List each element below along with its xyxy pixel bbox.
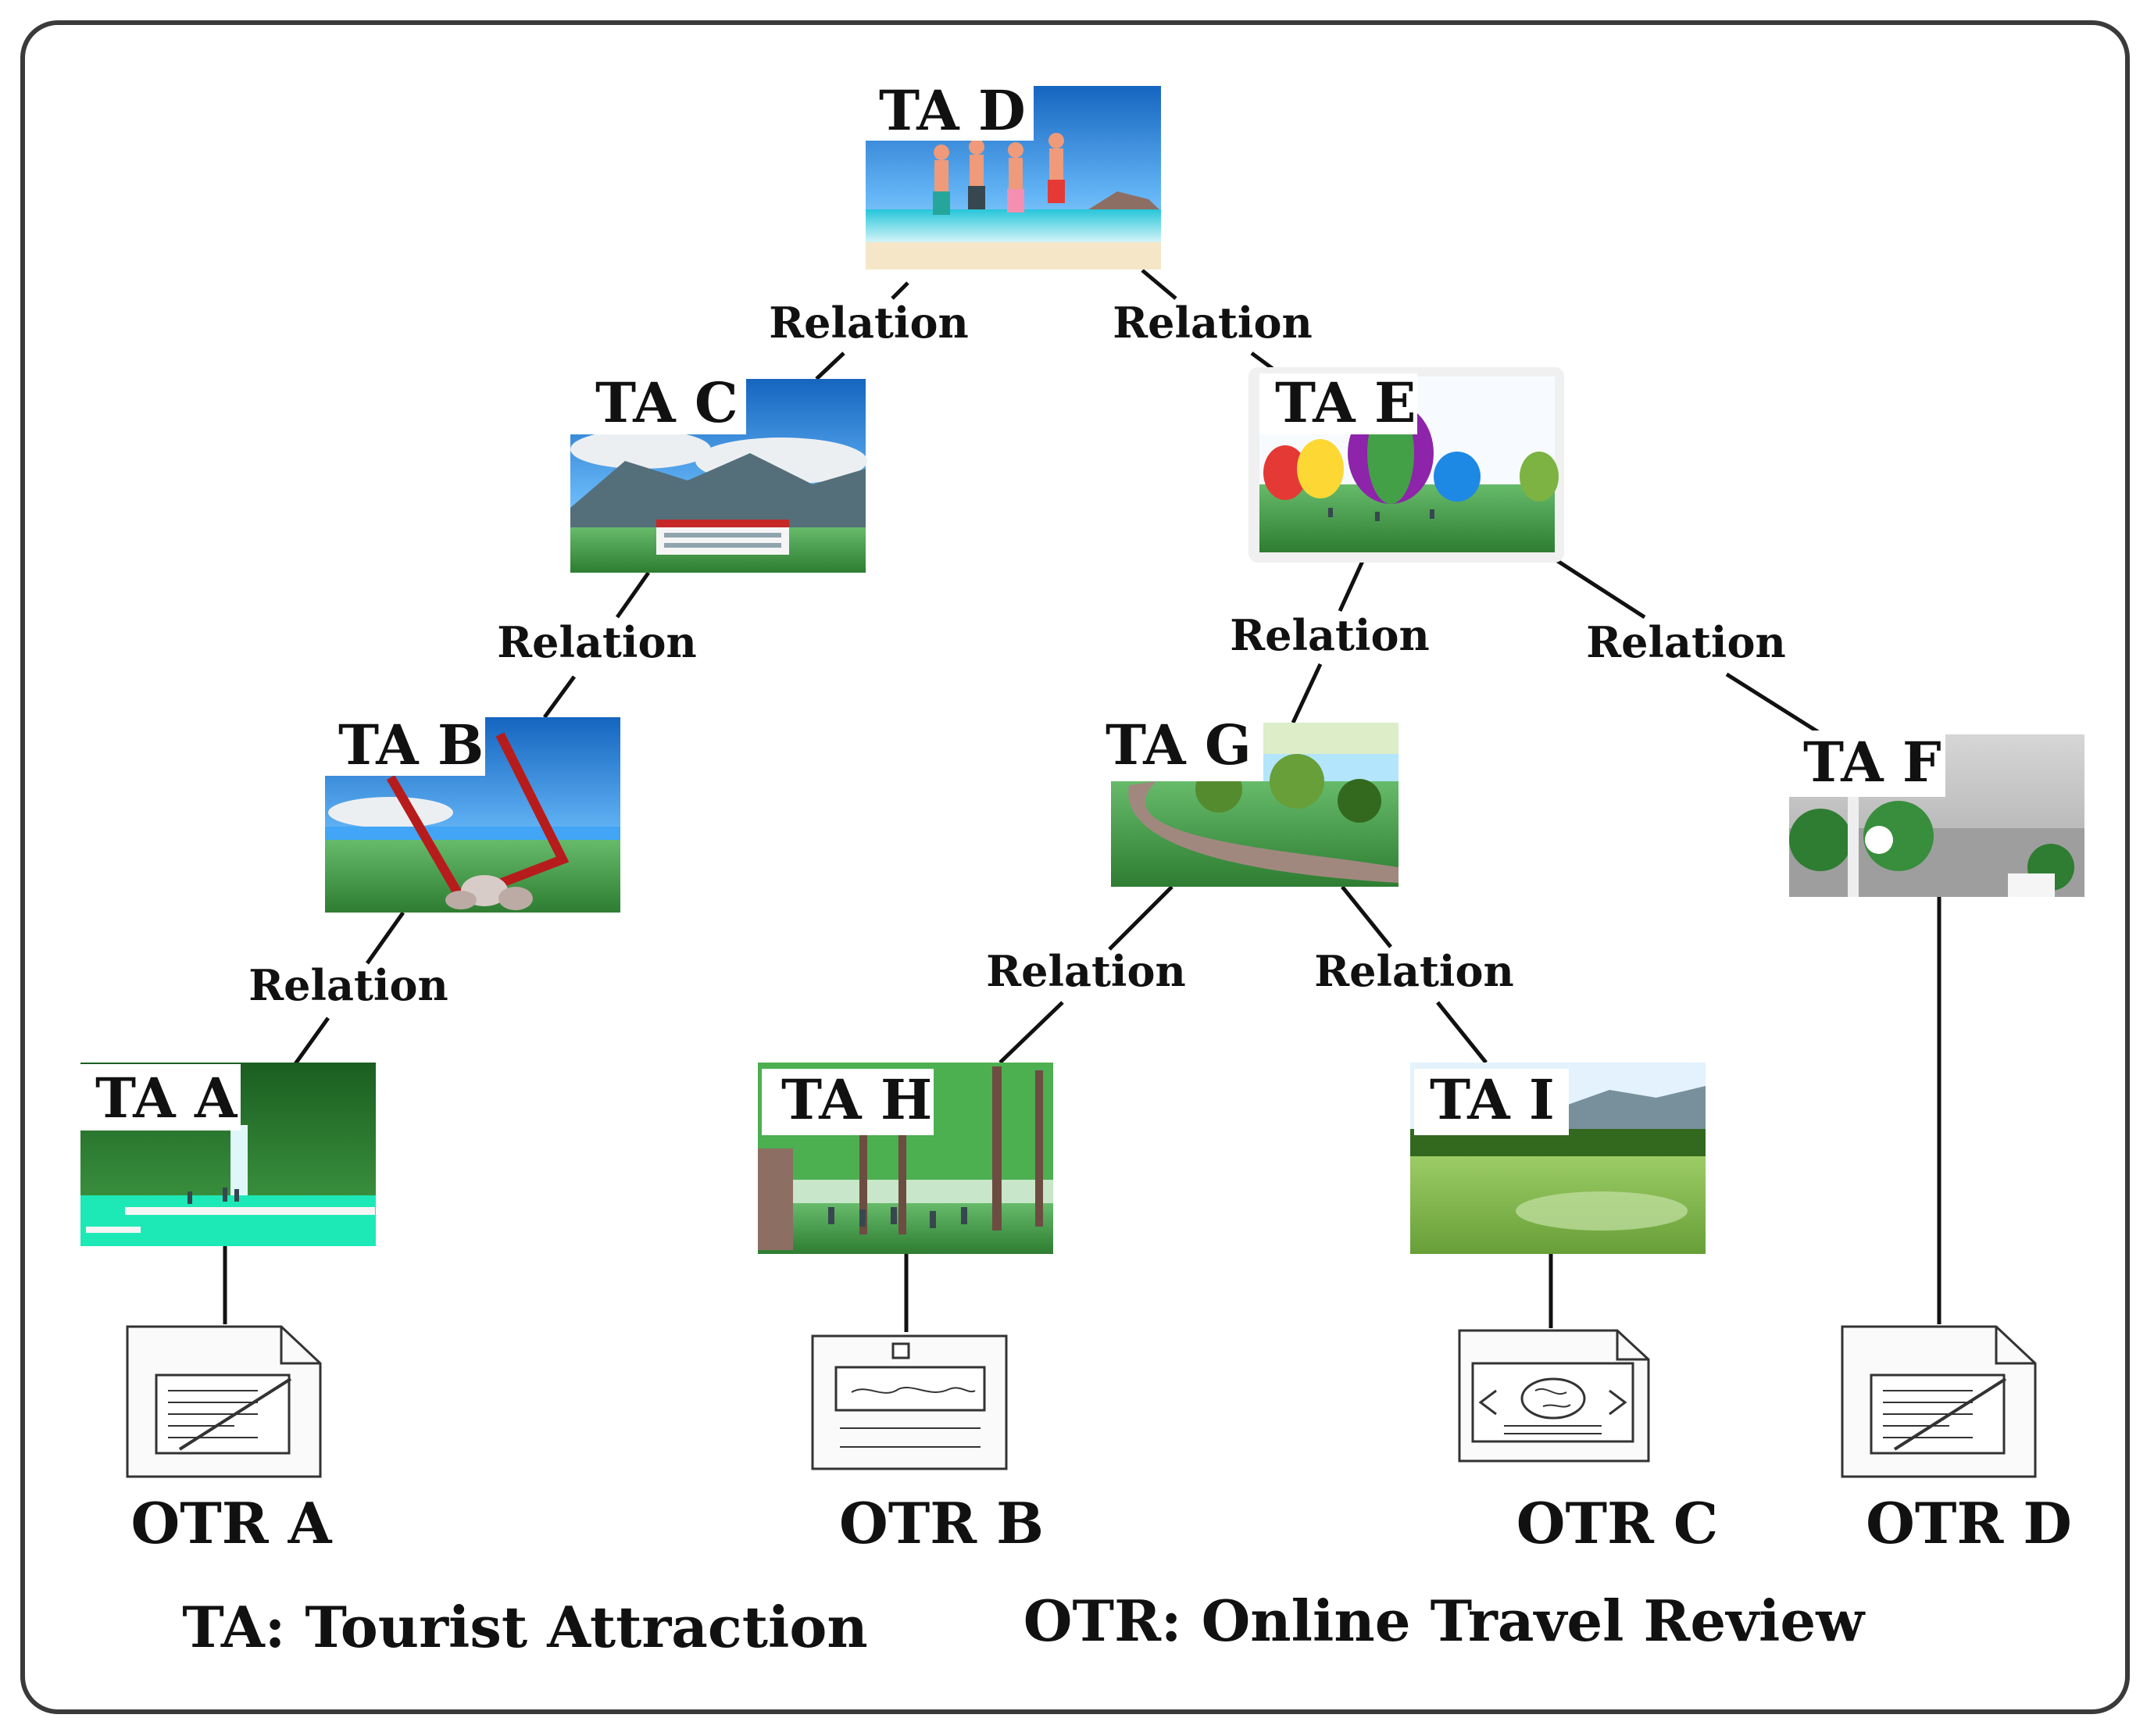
ta-h-label-box xyxy=(762,1069,934,1135)
ta-i-label: TA I xyxy=(1430,1067,1555,1132)
otr-a-label: OTR A xyxy=(130,1490,332,1556)
ta-f-label-box xyxy=(1789,730,1945,797)
otr-d-document-icon xyxy=(1841,1325,2037,1478)
edge-c-b-lower xyxy=(542,675,577,719)
connectors xyxy=(223,269,1941,1332)
legend-otr: OTR: Online Travel Review xyxy=(1023,1588,1866,1654)
edge-c-b-upper xyxy=(615,571,651,619)
edge-d-e-upper xyxy=(1141,269,1177,300)
edge-d-c-upper xyxy=(891,281,909,300)
relation-label-b-a: Relation xyxy=(248,960,448,1010)
ta-b-label-box xyxy=(325,709,485,776)
edge-e-f-lower xyxy=(1725,672,1830,741)
edge-g-h-lower xyxy=(998,1001,1064,1064)
ta-b-label: TA B xyxy=(338,713,484,777)
relation-label-c-b: Relation xyxy=(497,617,696,667)
edge-g-h-upper xyxy=(1108,885,1173,951)
ta-e-label-box xyxy=(1259,373,1417,434)
otr-d-label: OTR D xyxy=(1866,1490,2072,1556)
ta-e-label: TA E xyxy=(1275,370,1416,435)
ta-g-label-box xyxy=(1099,715,1263,781)
relation-label-d-e: Relation xyxy=(1113,298,1312,348)
ta-i-label-box xyxy=(1414,1069,1569,1135)
ta-c-label-box xyxy=(570,373,746,434)
relation-label-d-c: Relation xyxy=(769,298,968,348)
edge-g-i-lower xyxy=(1436,1001,1488,1064)
ta-d-label: TA D xyxy=(879,78,1026,143)
ta-f-photo xyxy=(1789,734,2084,897)
otr-c-label: OTR C xyxy=(1516,1490,1719,1556)
edge-b-a-upper xyxy=(365,911,405,965)
relation-label-g-i: Relation xyxy=(1314,946,1513,996)
ta-a-label-box xyxy=(80,1064,241,1131)
relation-label-e-g: Relation xyxy=(1230,610,1429,660)
edge-b-a-lower xyxy=(292,1016,330,1066)
edge-d-c-lower xyxy=(815,352,845,380)
edge-g-i-upper xyxy=(1341,885,1392,948)
otr-c-document-icon xyxy=(1458,1329,1650,1463)
otr-b-label: OTR B xyxy=(839,1490,1044,1556)
legend-ta: TA: Tourist Attraction xyxy=(182,1594,868,1660)
ta-c-label: TA C xyxy=(595,370,738,435)
otr-b-document-icon xyxy=(811,1334,1008,1470)
relation-label-e-f: Relation xyxy=(1586,617,1785,667)
otr-a-document-icon xyxy=(126,1325,322,1478)
ta-g-label: TA G xyxy=(1106,713,1252,777)
ta-d-label-box xyxy=(866,72,1034,141)
relation-label-g-h: Relation xyxy=(986,946,1185,996)
edge-e-g-lower xyxy=(1291,663,1323,724)
ta-f-label: TA F xyxy=(1803,730,1941,795)
ta-a-label: TA A xyxy=(95,1066,238,1131)
ta-h-label: TA H xyxy=(781,1067,932,1132)
edge-e-f-upper xyxy=(1544,551,1646,620)
